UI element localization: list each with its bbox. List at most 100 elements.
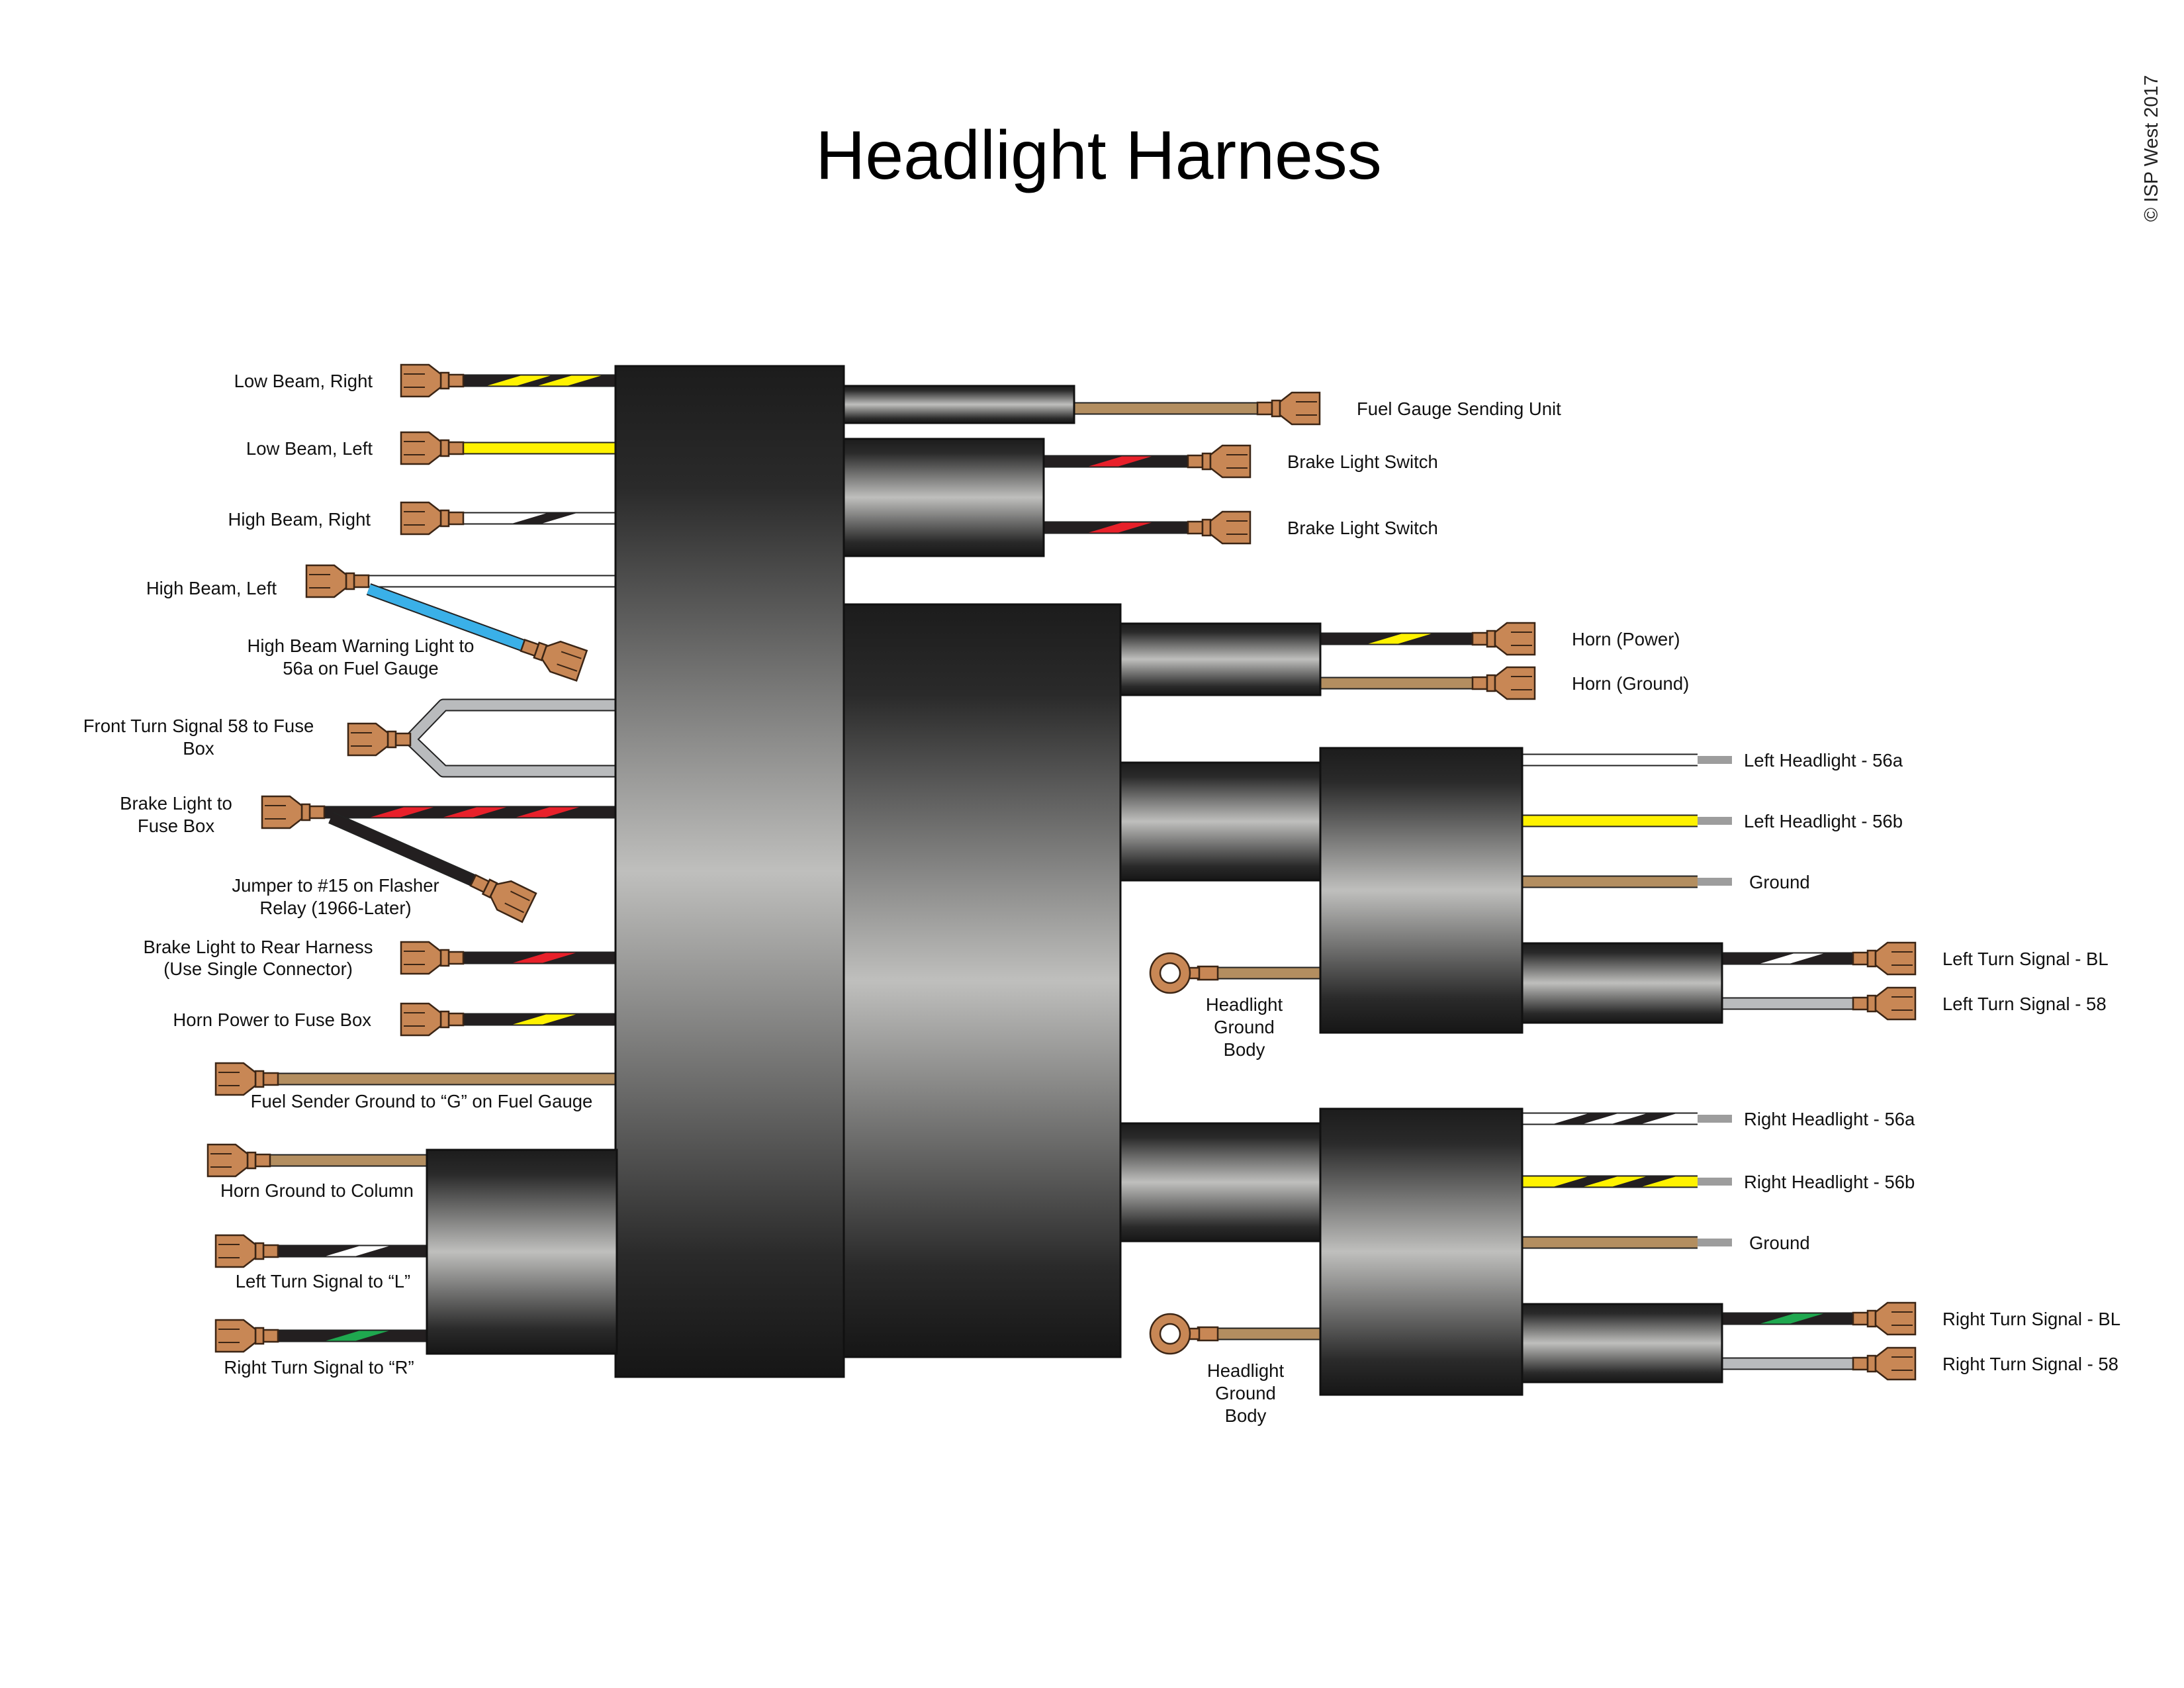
terminal-crimp: [447, 951, 465, 965]
terminal-crimp: [308, 805, 326, 820]
label-line: Relay (1966-Later): [259, 898, 411, 918]
wire-tracer-stripe: [513, 1014, 576, 1025]
left-turn-sleeve: [1521, 942, 1723, 1024]
terminal-ferrule: [1866, 1354, 1877, 1373]
terminal-brake-light-rear: [400, 941, 465, 975]
wire-right-headlight-56a: [1522, 1112, 1698, 1125]
label-line: Right Headlight - 56a: [1744, 1109, 1915, 1129]
label-line: High Beam Warning Light to: [248, 635, 475, 656]
terminal-ferrule: [1201, 452, 1212, 471]
sleeve-layer: [426, 365, 1723, 1396]
wire-brake-light-switch-2: [1042, 521, 1188, 534]
terminal-high-beam-left: [305, 564, 370, 598]
label-brake-light-rear: Brake Light to Rear Harness(Use Single C…: [144, 937, 373, 979]
terminal-ferrule: [439, 371, 450, 390]
terminal-blade: [1874, 1301, 1917, 1336]
right-turn-sleeve: [1521, 1303, 1723, 1383]
terminal-ferrule: [439, 439, 450, 457]
label-line: (Use Single Connector): [163, 959, 353, 979]
wire-horn-power: [1317, 632, 1473, 645]
label-line: Brake Light to: [120, 793, 232, 814]
label-right-turn-signal-r: Right Turn Signal to “R”: [224, 1357, 414, 1378]
left-headlight-feed-sleeve: [1119, 761, 1322, 882]
wire-tracer-stripe: [1760, 1313, 1823, 1324]
wire-front-turn-signal-58: [404, 698, 615, 778]
terminal-blade: [1279, 391, 1321, 426]
label-line: Body: [1225, 1405, 1267, 1426]
wire-tracer-stripe: [1612, 1113, 1676, 1124]
ring-hole: [1159, 962, 1181, 984]
label-horn-power-fuse: Horn Power to Fuse Box: [173, 1009, 371, 1030]
label-line: Headlight: [1207, 1360, 1285, 1381]
terminal-ferrule: [254, 1070, 265, 1088]
terminal-left-turn-58: [1852, 986, 1917, 1021]
main-trunk-sleeve: [614, 365, 845, 1378]
terminal-front-turn-signal-58: [347, 722, 412, 757]
label-line: Box: [183, 738, 214, 759]
terminal-blade: [1209, 510, 1251, 545]
label-line: Left Turn Signal - 58: [1942, 994, 2107, 1014]
wire-high-beam-right: [463, 512, 615, 525]
terminal-ferrule: [439, 1010, 450, 1029]
terminal-crimp: [262, 1244, 279, 1258]
wire-insulation: [367, 584, 525, 651]
terminal-right-turn-signal-r: [214, 1319, 279, 1353]
label-line: High Beam, Left: [146, 578, 277, 598]
wire-tracer-stripe: [326, 1331, 389, 1341]
terminal-rib: [561, 651, 582, 659]
terminal-crimp: [1471, 632, 1488, 646]
terminal-blade: [214, 1234, 257, 1268]
terminal-layer: [206, 363, 1917, 1381]
label-brake-light-switch-2: Brake Light Switch: [1287, 518, 1438, 538]
wire-tracer-stripe: [326, 1246, 389, 1256]
terminal-left-turn-bl: [1852, 941, 1917, 976]
wire-brake-light-switch-1: [1042, 455, 1188, 468]
label-line: Right Turn Signal - 58: [1942, 1354, 2118, 1374]
terminal-high-beam-warning: [520, 638, 588, 682]
label-low-beam-left: Low Beam, Left: [246, 438, 373, 459]
label-line: Left Headlight - 56a: [1744, 750, 1903, 771]
label-line: Ground: [1749, 1233, 1810, 1253]
ring-crimp: [1197, 1326, 1219, 1342]
wire-left-turn-bl: [1721, 952, 1853, 965]
terminal-horn-power: [1471, 622, 1536, 656]
right-headlight-feed-sleeve: [1119, 1122, 1322, 1243]
page-title: Headlight Harness: [815, 117, 1382, 194]
stub-right-ground: [1698, 1239, 1732, 1246]
label-line: Right Turn Signal to “R”: [224, 1357, 414, 1378]
wire-high-beam-warning: [366, 583, 525, 651]
stub-left-headlight-56b: [1698, 817, 1732, 825]
label-right-ground: Ground: [1749, 1233, 1810, 1253]
fuel-gauge-sleeve: [842, 385, 1075, 424]
label-line: Body: [1224, 1039, 1265, 1060]
ring-hole: [1159, 1323, 1181, 1345]
wire-tracer-stripe: [443, 807, 506, 818]
wire-right-headlight-56b: [1522, 1175, 1698, 1188]
wire-tracer-stripe: [1368, 633, 1432, 644]
terminal-blade: [1874, 941, 1917, 976]
terminal-blade: [400, 431, 442, 465]
label-line: Fuel Sender Ground to “G” on Fuel Gauge: [251, 1091, 593, 1111]
brake-switch-sleeve: [842, 438, 1045, 557]
label-line: 56a on Fuel Gauge: [283, 658, 438, 679]
terminal-crimp: [447, 373, 465, 388]
terminal-crimp: [1852, 951, 1869, 966]
label-high-beam-left: High Beam, Left: [146, 578, 277, 598]
terminal-ferrule: [254, 1242, 265, 1260]
ring-terminal-right-body-ground: [1149, 1313, 1219, 1355]
wire-low-beam-right: [463, 374, 615, 387]
label-line: Left Turn Signal - BL: [1942, 949, 2109, 969]
label-fuel-sender-ground: Fuel Sender Ground to “G” on Fuel Gauge: [251, 1091, 593, 1111]
terminal-crimp: [1256, 401, 1273, 416]
label-line: Brake Light Switch: [1287, 451, 1438, 472]
horn-sleeve: [1119, 622, 1322, 696]
wire-tracer-stripe: [516, 807, 579, 818]
label-line: Fuel Gauge Sending Unit: [1357, 399, 1561, 419]
wire-left-turn-signal-l: [278, 1244, 427, 1258]
